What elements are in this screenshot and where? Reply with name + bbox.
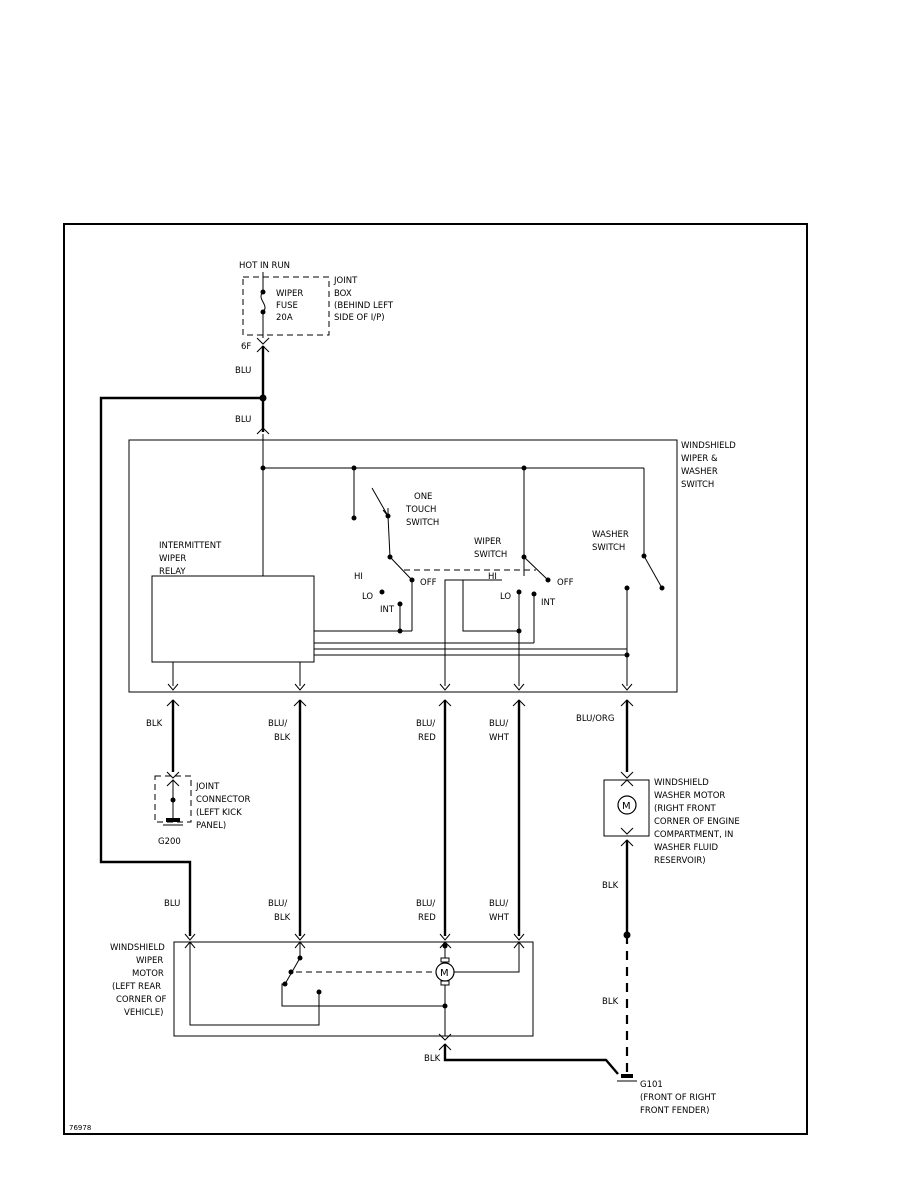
washer-motor-label-6: WASHER FLUID <box>654 843 718 853</box>
joint-box-label-2: BOX <box>334 289 352 299</box>
joint-box-label-1: JOINT <box>333 276 358 286</box>
washer-switch-label-1: WASHER <box>592 530 629 540</box>
wiper-motor-box <box>173 941 534 1037</box>
g101-label-1: G101 <box>640 1080 663 1090</box>
washer-motor-label-3: (RIGHT FRONT <box>654 804 716 814</box>
wiper-motor-label-1: WINDSHIELD <box>110 943 165 953</box>
switch-title-1: WINDSHIELD <box>681 441 736 451</box>
wire-blk-left-label: BLK <box>146 719 163 729</box>
wire-blu-wht-label-2: WHT <box>489 733 510 743</box>
wiper-motor-connectors <box>184 933 525 949</box>
wiper-motor-label-5: CORNER OF <box>116 995 167 1005</box>
fuse-label-3: 20A <box>276 313 293 323</box>
pos-b-int: INT <box>541 598 556 608</box>
joint-box-label-3: (BEHIND LEFT <box>334 301 394 311</box>
pos-b-off: OFF <box>557 578 574 588</box>
joint-box <box>242 272 330 345</box>
relay-label-1: INTERMITTENT <box>159 541 222 551</box>
wire-blu-wht-lower-label-2: WHT <box>489 913 510 923</box>
wiper-motor-symbol: M <box>440 968 449 979</box>
washer-motor <box>603 771 650 847</box>
one-touch-label-3: SWITCH <box>406 518 439 528</box>
switch-title-2: WIPER & <box>681 454 718 464</box>
intermittent-relay <box>151 575 315 663</box>
wire-blu-red-label-1: BLU/ <box>416 719 435 729</box>
g200-label: G200 <box>158 837 181 847</box>
wire-blu-wht-lower-label-1: BLU/ <box>489 899 508 909</box>
pos-a-lo: LO <box>362 592 373 602</box>
washer-motor-label-7: RESERVOIR) <box>654 856 706 866</box>
pos-a-off: OFF <box>420 578 437 588</box>
switch-assembly-box <box>128 439 678 693</box>
wire-blk-washer-label: BLK <box>602 881 619 891</box>
wire-blu-mid-label: BLU <box>235 415 251 425</box>
washer-motor-label-1: WINDSHIELD <box>654 778 709 788</box>
fuse-label-2: FUSE <box>276 301 298 311</box>
relay-label-2: WIPER <box>159 554 186 564</box>
one-touch-label-2: TOUCH <box>405 505 436 515</box>
fuse-label-1: WIPER <box>276 289 303 299</box>
joint-connector-label-4: PANEL) <box>196 821 226 831</box>
wiper-motor-label-2: WIPER <box>136 956 163 966</box>
wire-blu-top-label: BLU <box>235 366 251 376</box>
switch-title-3: WASHER <box>681 467 718 477</box>
relay-label-3: RELAY <box>159 567 186 577</box>
joint-connector-label-2: CONNECTOR <box>196 795 251 805</box>
washer-motor-label-5: COMPARTMENT, IN <box>654 830 733 840</box>
switch-bottom-connectors <box>166 683 634 707</box>
joint-box-label-4: SIDE OF I/P) <box>334 313 385 323</box>
wiper-motor-label-6: VEHICLE) <box>124 1008 163 1018</box>
wire-blk-washer-lower-label: BLK <box>602 997 619 1007</box>
one-touch-label-1: ONE <box>414 492 432 502</box>
wire-blu-org-label: BLU/ORG <box>576 714 614 724</box>
washer-motor-label-2: WASHER MOTOR <box>654 791 725 801</box>
wiper-motor-label-4: (LEFT REAR <box>112 982 161 992</box>
wire-blu-blk-label-2: BLK <box>274 733 291 743</box>
wire-blk-wiper-ground-label: BLK <box>424 1054 441 1064</box>
wire-blu-blk-lower-label-1: BLU/ <box>268 899 287 909</box>
washer-motor-symbol: M <box>622 801 631 812</box>
wiper-switch-label-1: WIPER <box>474 537 501 547</box>
washer-switch-label-2: SWITCH <box>592 543 625 553</box>
wire-blu-red-lower-label-2: RED <box>418 913 436 923</box>
joint-connector-label-1: JOINT <box>195 782 220 792</box>
diagram-frame <box>63 223 808 1135</box>
connector-6f-label: 6F <box>241 342 251 352</box>
joint-connector <box>154 771 192 826</box>
wire-blu-blk-label-1: BLU/ <box>268 719 287 729</box>
figure-number: 76978 <box>69 1124 91 1132</box>
wire-blu-wht-label-1: BLU/ <box>489 719 508 729</box>
pos-b-lo: LO <box>500 592 511 602</box>
wiper-motor-label-3: MOTOR <box>132 969 164 979</box>
g101-label-3: FRONT FENDER) <box>640 1106 710 1116</box>
wiper-switch-label-2: SWITCH <box>474 550 507 560</box>
pos-a-int: INT <box>380 605 395 615</box>
joint-connector-label-3: (LEFT KICK <box>196 808 242 818</box>
wire-blu-red-lower-label-1: BLU/ <box>416 899 435 909</box>
wire-blu-blk-lower-label-2: BLK <box>274 913 291 923</box>
switch-title-4: SWITCH <box>681 480 714 490</box>
g101-ground <box>617 1074 637 1082</box>
wire-blu-lower-label: BLU <box>164 899 180 909</box>
pos-a-hi: HI <box>354 572 363 582</box>
washer-motor-label-4: CORNER OF ENGINE <box>654 817 740 827</box>
pos-b-hi: HI <box>488 572 497 582</box>
wire-blu-red-label-2: RED <box>418 733 436 743</box>
hot-in-run-label: HOT IN RUN <box>239 261 290 271</box>
g101-label-2: (FRONT OF RIGHT <box>640 1093 717 1103</box>
